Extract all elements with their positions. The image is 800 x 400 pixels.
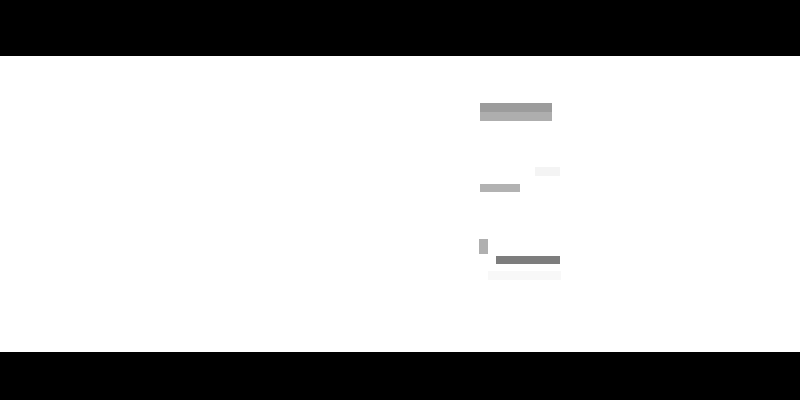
bar-placeholder-dark bbox=[496, 256, 560, 264]
letterbox-bottom-bar bbox=[0, 352, 800, 400]
header-placeholder-lower bbox=[480, 112, 552, 121]
bar-placeholder-faint bbox=[488, 271, 561, 280]
label-placeholder-medium bbox=[480, 184, 520, 192]
letterbox-top-bar bbox=[0, 0, 800, 56]
header-placeholder-upper bbox=[480, 103, 552, 112]
chip-placeholder-light bbox=[535, 167, 560, 176]
tick-placeholder-vertical bbox=[479, 239, 488, 254]
